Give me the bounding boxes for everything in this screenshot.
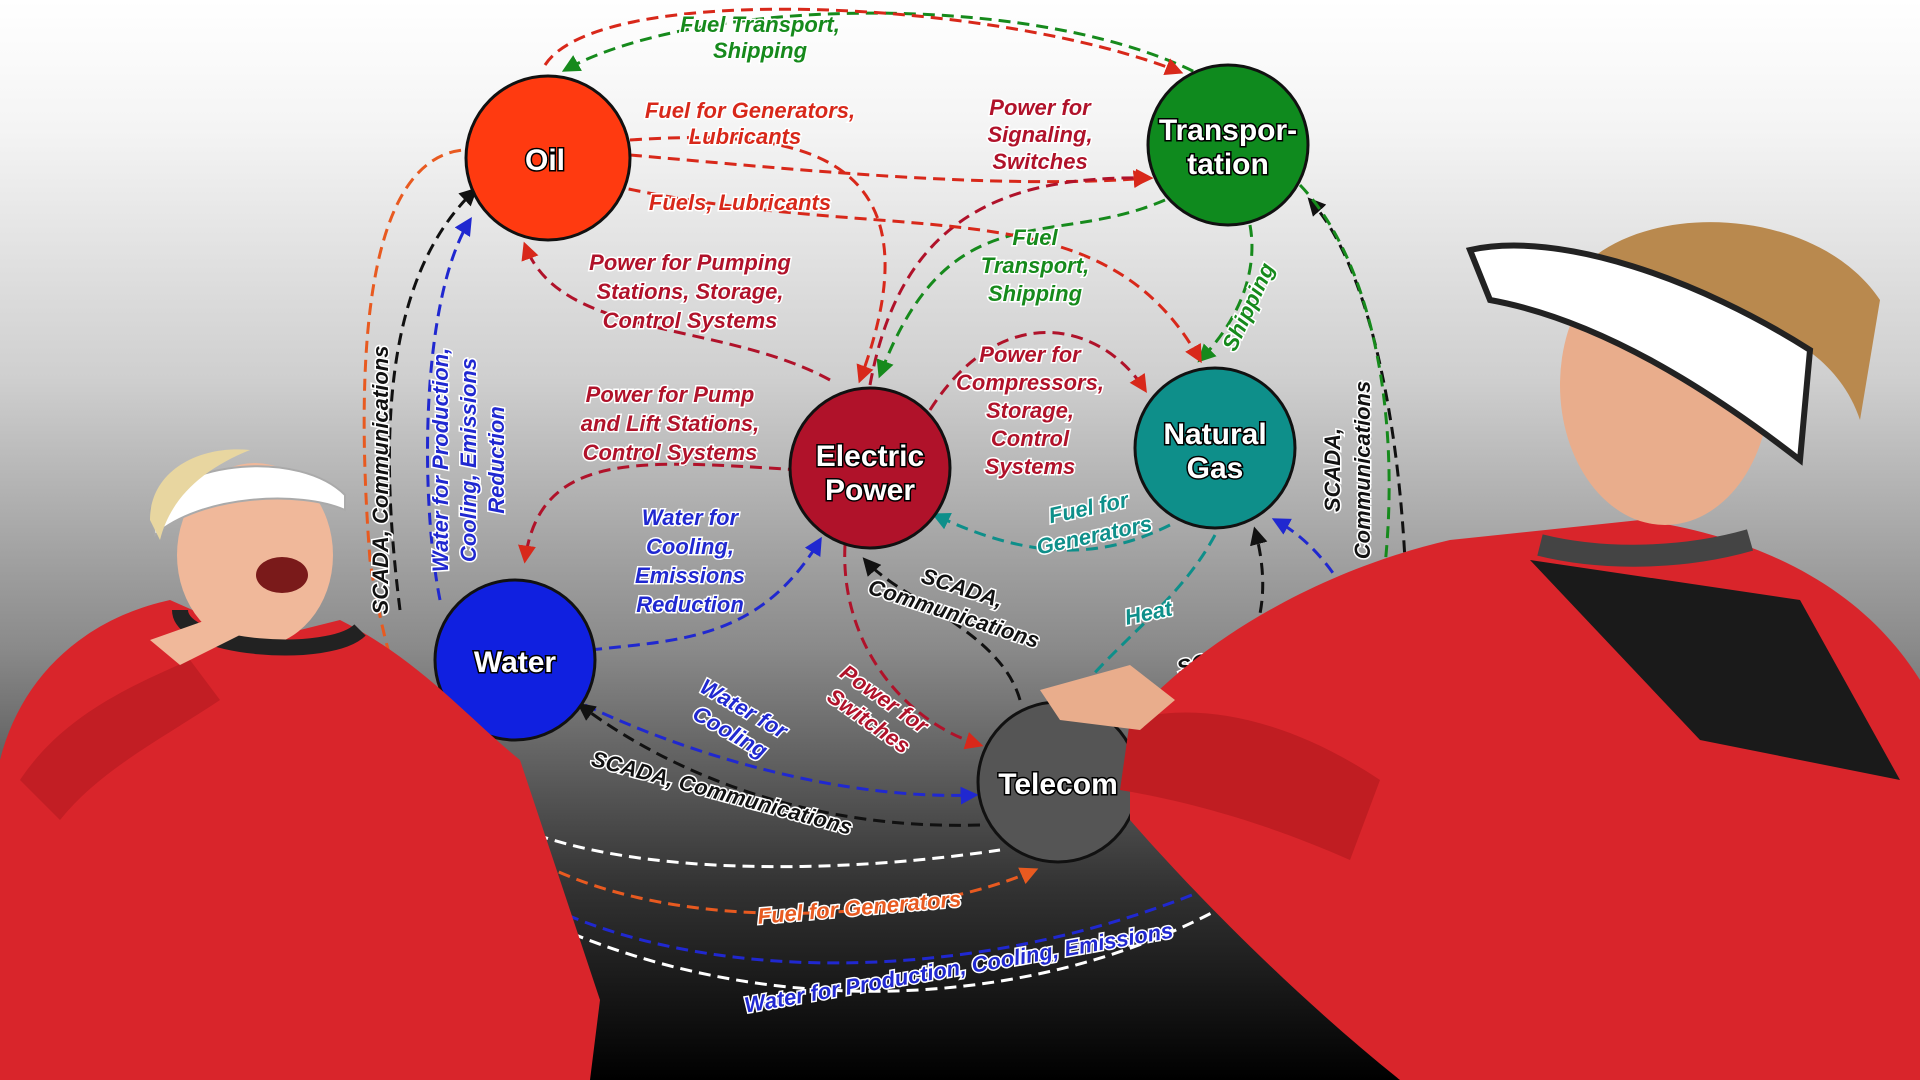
coach-left-mouth [256, 557, 308, 593]
node-transportation: Transpor-tation [1146, 63, 1310, 227]
edge-oil-to-transport-top [543, 7, 1184, 76]
coach-right-figure [1040, 222, 1920, 1080]
coach-right-shoulder [1530, 560, 1900, 780]
label-fuel-generators-oil: Fuel for Generators,Lubricants [645, 98, 855, 149]
label-fuel-transport-top: Fuel Transport,Shipping [680, 12, 840, 63]
edge-water-production-left [426, 216, 472, 601]
label-fuel-for-generators-bottom: Fuel for Generators [757, 886, 963, 929]
label-fuel-for-generators-gas: Fuel forGenerators [1028, 483, 1154, 559]
coach-right-hair [1590, 222, 1880, 420]
edge-shipping [1197, 224, 1254, 363]
coach-left-hair [150, 449, 250, 540]
edge-oil-to-gas [609, 183, 1202, 364]
edge-power-switches [843, 544, 984, 750]
edge-scada-left [387, 187, 478, 611]
edge-fuel-transport-top [561, 11, 1211, 82]
label-scada-right: SCADA,Communications [1320, 381, 1375, 559]
node-oil: Oil [464, 74, 632, 242]
svg-text:Telecom: Telecom [998, 768, 1118, 801]
edge-heat [1078, 534, 1217, 691]
coach-right-arm [1120, 712, 1380, 860]
edge-fuel-generators-oil [629, 136, 887, 384]
label-scada-bottom: SCADA, Communications [589, 746, 855, 840]
label-scada-left: SCADA, Communications [368, 346, 393, 615]
edge-water-for-cooling [584, 703, 979, 805]
edge-power-compressors [928, 331, 1147, 411]
edge-fuel-transport-mid [876, 198, 1166, 379]
edge-water-production-bottom [499, 798, 1371, 965]
coach-left-hand [150, 610, 250, 665]
svg-text:Transpor-tation: Transpor-tation [1159, 114, 1297, 181]
svg-text:Water: Water [474, 646, 557, 679]
edge-power-pump-lift [518, 462, 801, 564]
coach-left-figure [0, 449, 600, 1080]
edge-green-right [1298, 183, 1391, 804]
edge-power-pumping [521, 241, 831, 382]
coach-left-head [177, 463, 333, 647]
edge-fuels-lubricants [629, 153, 1152, 189]
label-scada-center: SCADA,Communications [865, 548, 1051, 653]
edge-scada-center [862, 557, 1022, 701]
edge-scada-bottom [577, 702, 981, 827]
coach-right-headset [1537, 529, 1754, 567]
edge-fuel-generators-gas [931, 513, 1171, 552]
coach-left-headset [172, 608, 366, 656]
edge-power-signaling [868, 168, 1154, 386]
label-fuels-lubricants: Fuels, Lubricants [649, 190, 831, 215]
edge-group [362, 7, 1409, 993]
node-telecom: Telecom [976, 700, 1140, 864]
coach-right-hand [1040, 665, 1175, 730]
edge-fuel-generators-bottom [478, 818, 1039, 915]
label-water-for-cooling: Water forCooling [682, 674, 793, 768]
svg-text:Oil: Oil [525, 144, 565, 177]
label-heat: Heat [1123, 595, 1176, 630]
label-power-for-switches: Power forSwitches [820, 660, 934, 762]
label-water-production-bottom: Water for Production, Cooling, Emissions [742, 918, 1174, 1018]
coach-left-arm [20, 660, 220, 820]
coach-right-visor [1465, 242, 1814, 466]
node-water: Water [433, 578, 597, 742]
